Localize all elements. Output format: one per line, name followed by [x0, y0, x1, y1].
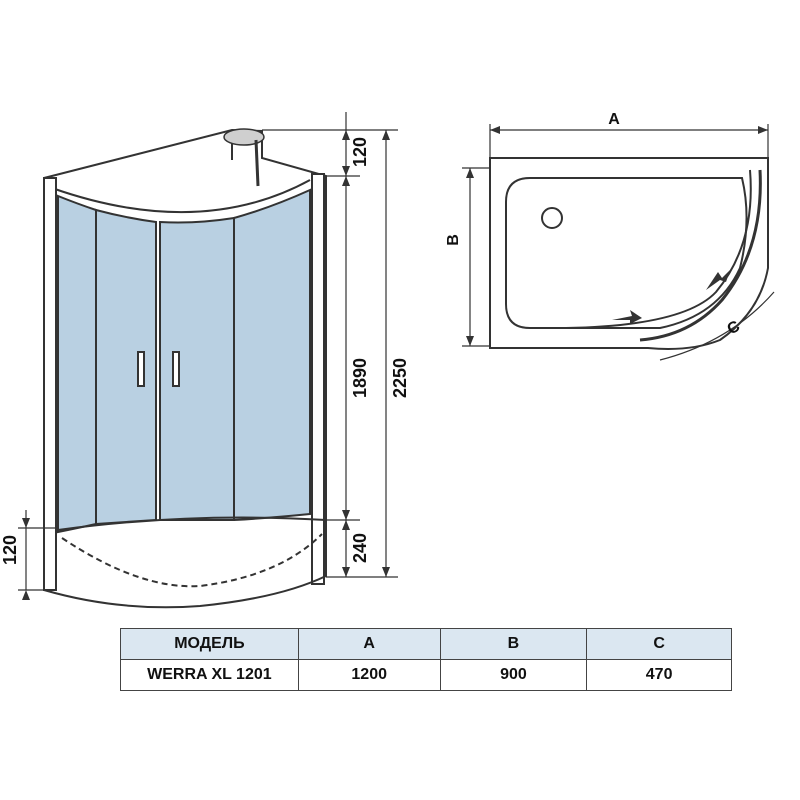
cell-a: 1200 — [297, 659, 441, 691]
tray-top — [57, 516, 327, 531]
tray-bottom — [43, 575, 327, 609]
dim-bottom-label: 240 — [350, 533, 370, 563]
cabin-top-curve — [51, 179, 311, 214]
door-curve-inner — [565, 169, 752, 329]
header-model: МОДЕЛЬ — [120, 628, 299, 660]
shower-head — [223, 128, 265, 187]
front-view — [43, 128, 327, 591]
cell-model: WERRA XL 1201 — [120, 659, 299, 691]
tray — [43, 516, 327, 609]
top-dimension-lines — [462, 124, 775, 361]
glass-panels — [57, 188, 311, 534]
glass-panel-3 — [159, 216, 235, 521]
glass-panel-2 — [95, 208, 157, 526]
front-dimension-arrows — [22, 130, 390, 600]
drain — [541, 207, 563, 229]
top-dimension-arrows — [466, 126, 768, 346]
glass-panel-4 — [233, 188, 311, 522]
slide-arrow-2 — [612, 310, 642, 324]
dim-total-label: 2250 — [390, 358, 410, 398]
cabin-top-outline — [43, 128, 327, 577]
door-curve-outer — [639, 169, 762, 342]
door-handle-right — [172, 351, 180, 387]
spec-table: МОДЕЛЬ A B C WERRA XL 1201 1200 900 470 — [120, 628, 732, 691]
header-c: C — [586, 628, 732, 660]
right-post — [311, 173, 325, 585]
label-a: A — [608, 111, 620, 128]
tray-dashed — [61, 533, 323, 588]
tray-outer — [489, 157, 769, 350]
glass-panel-1 — [57, 194, 97, 534]
cell-c: 470 — [586, 659, 732, 691]
table-row: WERRA XL 1201 1200 900 470 — [120, 659, 732, 691]
spec-table-header: МОДЕЛЬ A B C — [120, 628, 732, 660]
top-view — [489, 157, 769, 350]
label-b: B — [445, 234, 462, 246]
dim-tray-label: 120 — [0, 535, 20, 565]
cell-b: 900 — [439, 659, 588, 691]
dim-top-label: 120 — [350, 137, 370, 167]
door-handle-left — [137, 351, 145, 387]
dim-main-label: 1890 — [350, 358, 370, 398]
header-b: B — [439, 628, 588, 660]
top-view-arrows — [612, 270, 730, 324]
header-a: A — [297, 628, 441, 660]
slide-arrow-1 — [706, 270, 730, 290]
tray-basin — [505, 177, 748, 329]
